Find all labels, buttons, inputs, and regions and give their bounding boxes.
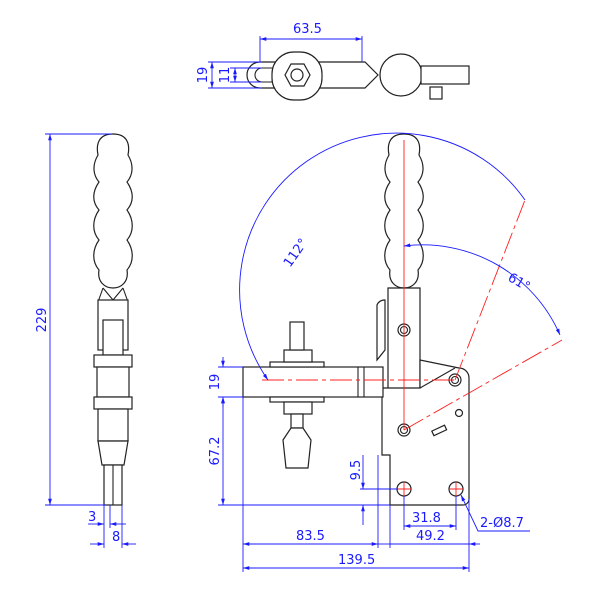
dim-arm-thickness: 19: [208, 374, 223, 391]
dim-base-offset: 9.5: [349, 460, 364, 481]
front-view: 112° 61° 19 67.2 9.5 31.8 83.5 49.2 139.…: [208, 132, 563, 572]
dim-base-width: 49.2: [416, 529, 445, 544]
dim-arm-angle: 61°: [505, 270, 532, 295]
dim-hole-spacing: 31.8: [412, 511, 441, 526]
side-view: 229 3 8: [35, 133, 136, 548]
dim-handle-angle: 112°: [281, 236, 311, 270]
dim-arm-reach: 83.5: [296, 529, 325, 544]
dim-side-small-1: 3: [88, 510, 96, 525]
dim-side-small-2: 8: [112, 530, 120, 545]
dim-arm-height: 67.2: [208, 437, 223, 466]
dim-top-width-inner: 11: [218, 67, 233, 84]
dim-overall-height: 229: [35, 308, 50, 333]
top-view: 63.5 19 11: [196, 22, 470, 101]
dim-hole-spec: 2-Ø8.7: [480, 516, 524, 531]
dim-top-width-outer: 19: [196, 67, 211, 84]
dim-top-length: 63.5: [293, 22, 322, 37]
dim-overall-length: 139.5: [338, 553, 375, 568]
